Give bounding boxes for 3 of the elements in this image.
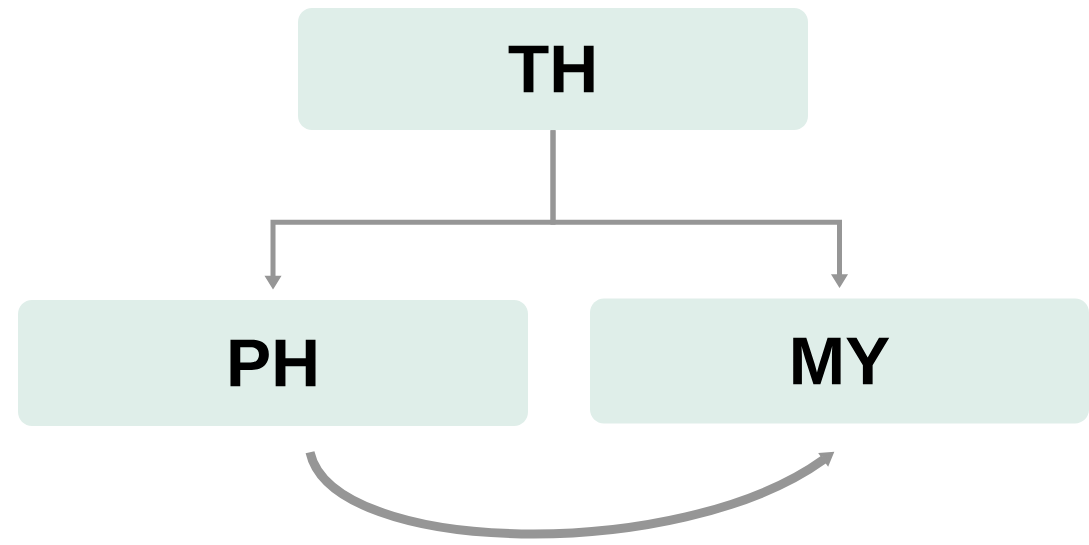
process-box: PH <box>18 300 528 426</box>
process-box: TH <box>298 8 808 130</box>
process-box: MY <box>590 298 1089 424</box>
